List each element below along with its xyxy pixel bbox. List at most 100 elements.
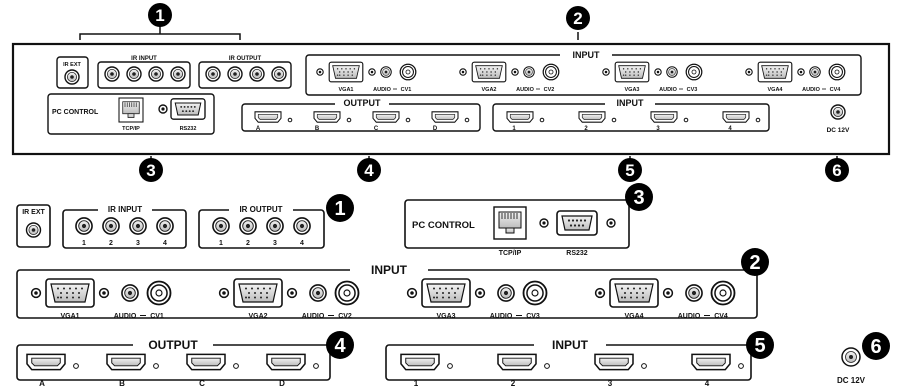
top-ir-section: IR EXT IR INPUT IR OUTPUT <box>56 56 292 89</box>
ir-output-4-jack-icon <box>293 217 311 235</box>
top-input-3-label: 3 <box>656 126 660 132</box>
top-vga-1-port-icon <box>328 61 364 83</box>
top-vga-3-port-icon <box>614 61 650 83</box>
top-audio-1-label: AUDIO <box>373 87 391 93</box>
ir-output-3-label: 3 <box>273 240 277 247</box>
top-cv-4-label: CV4 <box>830 87 842 93</box>
top-cv-1-label: CV1 <box>401 87 412 93</box>
audio-3-jack-icon <box>497 284 515 302</box>
callout-4-top: 4 <box>364 161 374 180</box>
vga-screw-icon <box>30 287 42 299</box>
top-output-B-hdmi-icon <box>313 111 341 123</box>
cv-3-rca-icon <box>522 280 548 306</box>
callout-3-top: 3 <box>146 161 155 180</box>
vga-4-label: VGA4 <box>624 313 643 320</box>
audio-1-jack-icon <box>121 284 139 302</box>
top-audio-3-label: AUDIO <box>659 87 677 93</box>
top-cv-3-rca-icon <box>685 63 703 81</box>
top-pc-control-label: PC CONTROL <box>52 109 99 116</box>
top-input-2-label: 2 <box>584 126 588 132</box>
output-C-label: C <box>199 379 205 388</box>
top-vga-4-label: VGA4 <box>768 87 784 93</box>
top-ir-input-1-jack-icon <box>104 66 120 82</box>
top-vga-screw-icon <box>797 68 805 76</box>
top-ir-input-2-jack-icon <box>126 66 142 82</box>
ir-input-3-label: 3 <box>136 240 140 247</box>
top-audio-2-jack-icon <box>523 66 535 78</box>
input2-title: INPUT <box>552 338 589 352</box>
top-output-title: OUTPUT <box>344 98 382 108</box>
audio-4-label: AUDIO <box>678 313 701 320</box>
top-ir-output-3-jack-icon <box>249 66 265 82</box>
output-D-hdmi-icon <box>266 353 306 371</box>
top-audio-4-jack-icon <box>809 66 821 78</box>
input-1-label: 1 <box>414 379 419 388</box>
top-audio-1-jack-icon <box>380 66 392 78</box>
vga-screw-icon <box>662 287 674 299</box>
ir-output-1-label: 1 <box>219 240 223 247</box>
top-vga-screw-icon <box>368 68 376 76</box>
ir-input-1-label: 1 <box>82 240 86 247</box>
top-input2-title: INPUT <box>617 98 645 108</box>
rs232-port-icon <box>556 210 598 236</box>
ir-output-section: IR OUTPUT 1 2 3 4 <box>198 203 325 249</box>
top-cv-2-label: CV2 <box>544 87 555 93</box>
cv-3-label: CV3 <box>526 313 540 320</box>
top-cv-4-rca-icon <box>828 63 846 81</box>
ir-output-1-jack-icon <box>212 217 230 235</box>
audio-1-label: AUDIO <box>114 313 137 320</box>
vga-3-port-icon <box>421 278 471 308</box>
top-tcpip-label: TCP/IP <box>122 126 140 132</box>
callout-3: 3 <box>633 187 644 209</box>
top-cv-3-label: CV3 <box>687 87 698 93</box>
input-2-label: 2 <box>511 379 516 388</box>
hdmi-input-section: INPUT 1 2 3 4 <box>385 337 752 388</box>
top-vga-1-label: VGA1 <box>339 87 354 93</box>
vga-screw-icon <box>406 287 418 299</box>
input-4-label: 4 <box>705 379 710 388</box>
pc-control-label: PC CONTROL <box>412 220 475 231</box>
audio-4-jack-icon <box>685 284 703 302</box>
ir-output-2-label: 2 <box>246 240 250 247</box>
ir-output-2-jack-icon <box>239 217 257 235</box>
ir-input-1-jack-icon <box>75 217 93 235</box>
ir-input-2-jack-icon <box>102 217 120 235</box>
output-D-label: D <box>279 379 285 388</box>
ir-output-label: IR OUTPUT <box>239 205 282 214</box>
vga-2-port-icon <box>233 278 283 308</box>
top-output-D-label: D <box>433 126 438 132</box>
ir-input-4-jack-icon <box>156 217 174 235</box>
vga-screw-icon <box>218 287 230 299</box>
top-vga-3-label: VGA3 <box>625 87 640 93</box>
vga-screw-icon <box>98 287 110 299</box>
ir-input-4-label: 4 <box>163 240 167 247</box>
top-audio-3-jack-icon <box>666 66 678 78</box>
callout-1: 1 <box>334 198 345 220</box>
top-vga-2-port-icon <box>471 61 507 83</box>
tcpip-label: TCP/IP <box>499 250 522 257</box>
vga-1-label: VGA1 <box>60 313 79 320</box>
ir-input-label: IR INPUT <box>108 205 142 214</box>
top-cv-2-rca-icon <box>542 63 560 81</box>
top-vga-screw-icon <box>745 68 753 76</box>
ir-output-4-label: 4 <box>300 240 304 247</box>
ir-input-3-jack-icon <box>129 217 147 235</box>
audio-2-jack-icon <box>309 284 327 302</box>
ir-ext-section: IR EXT <box>16 204 51 248</box>
cv-1-rca-icon <box>146 280 172 306</box>
top-input-title: INPUT <box>573 50 601 60</box>
vga-screw-icon <box>286 287 298 299</box>
input-3-label: 3 <box>608 379 613 388</box>
vga-screw-icon <box>474 287 486 299</box>
rs232-label: RS232 <box>566 250 588 257</box>
output-title: OUTPUT <box>148 338 198 352</box>
callout-6: 6 <box>870 336 881 358</box>
top-input-1-label: 1 <box>512 126 516 132</box>
top-input-4-hdmi-icon <box>722 111 750 123</box>
top-vga-screw-icon <box>654 68 662 76</box>
dc-label: DC 12V <box>837 376 866 385</box>
